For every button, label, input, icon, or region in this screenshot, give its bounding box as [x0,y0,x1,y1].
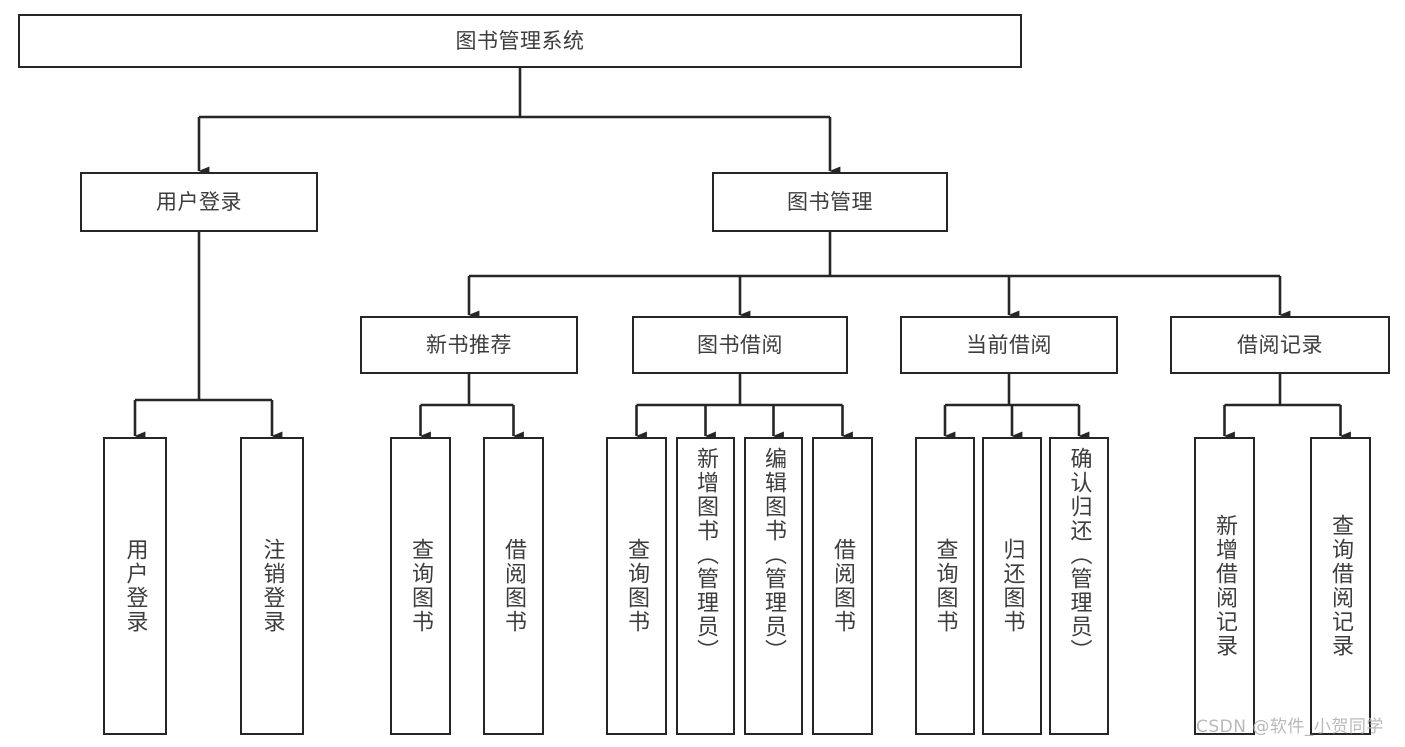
leaf-add-book-admin[interactable]: 新增图书（管理员） [676,437,735,735]
node-label: 新书推荐 [426,332,512,357]
node-label: 借阅图书 [830,538,856,634]
node-label: 图书管理 [787,189,873,214]
node-label: 编辑图书（管理员） [761,447,787,663]
node-label: 图书管理系统 [455,28,585,53]
leaf-user-login[interactable]: 用户登录 [103,437,167,735]
node-label: 用户登录 [122,538,148,634]
leaf-user-logout[interactable]: 注销登录 [240,437,304,735]
node-label: 新增借阅记录 [1212,514,1238,658]
node-user-login-module[interactable]: 用户登录 [80,172,318,232]
leaf-borrow-books-recommend[interactable]: 借阅图书 [483,437,544,735]
leaf-confirm-return-admin[interactable]: 确认归还（管理员） [1049,437,1109,735]
node-borrow-records[interactable]: 借阅记录 [1170,316,1390,374]
node-label: 查询图书 [624,538,650,634]
node-new-book-recommend[interactable]: 新书推荐 [360,316,578,374]
node-label: 借阅图书 [501,538,527,634]
node-label: 查询图书 [932,538,958,634]
node-label: 归还图书 [999,538,1025,634]
node-label: 当前借阅 [966,332,1052,357]
node-label: 确认归还（管理员） [1066,447,1092,663]
leaf-edit-book-admin[interactable]: 编辑图书（管理员） [744,437,803,735]
leaf-query-books-borrowing[interactable]: 查询图书 [606,437,667,735]
leaf-query-books-recommend[interactable]: 查询图书 [390,437,451,735]
node-label: 用户登录 [156,189,242,214]
node-book-management-module[interactable]: 图书管理 [712,172,948,232]
node-label: 注销登录 [259,538,285,634]
node-label: 借阅记录 [1237,332,1323,357]
node-label: 新增图书（管理员） [693,447,719,663]
leaf-borrow-books-borrowing[interactable]: 借阅图书 [812,437,873,735]
leaf-add-borrow-record[interactable]: 新增借阅记录 [1194,437,1255,735]
node-label: 图书借阅 [697,332,783,357]
leaf-query-books-current[interactable]: 查询图书 [915,437,975,735]
node-label: 查询图书 [408,538,434,634]
leaf-return-books[interactable]: 归还图书 [982,437,1042,735]
leaf-query-borrow-record[interactable]: 查询借阅记录 [1310,437,1371,735]
node-label: 查询借阅记录 [1328,514,1354,658]
node-root[interactable]: 图书管理系统 [18,14,1022,68]
node-current-borrowing[interactable]: 当前借阅 [900,316,1118,374]
node-book-borrowing[interactable]: 图书借阅 [632,316,848,374]
